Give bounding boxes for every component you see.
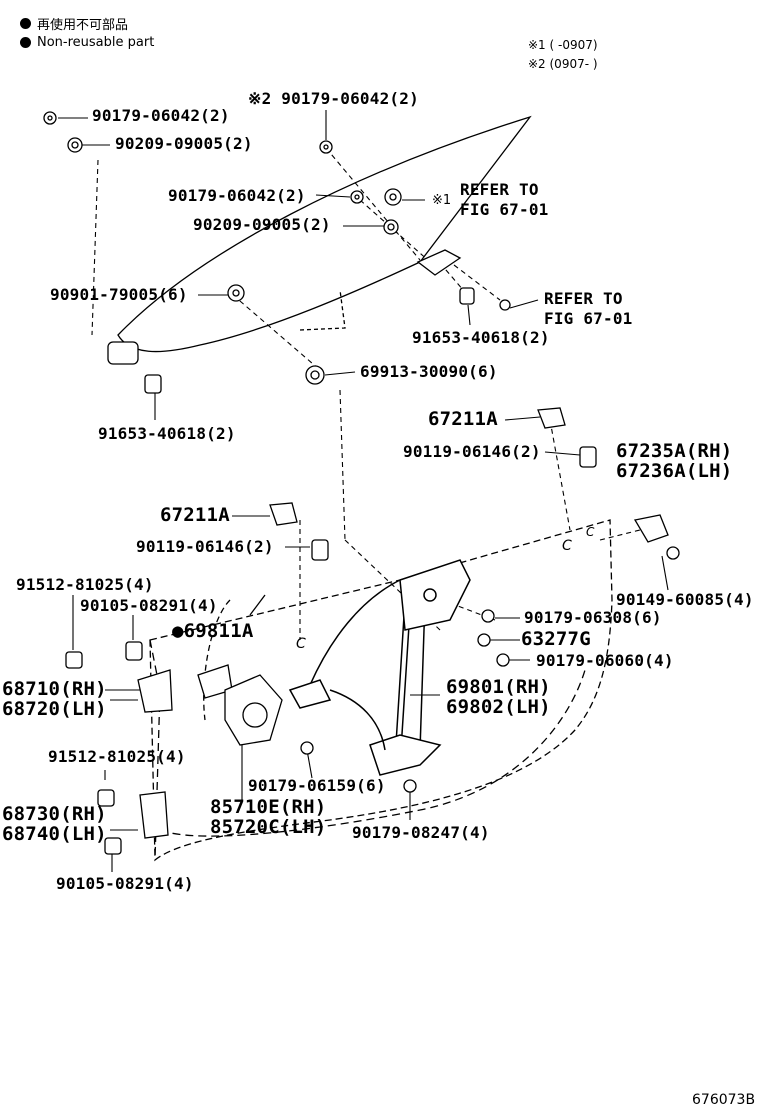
c-marker-b: C xyxy=(296,636,306,652)
regulator-cable xyxy=(309,579,401,686)
glass-lower-panel xyxy=(299,289,346,331)
label-90209-09005-b: 90209-09005(2) xyxy=(193,215,331,234)
label-refer-1a: REFER TO xyxy=(460,180,539,199)
label-90105-08291-b: 90105-08291(4) xyxy=(56,874,194,893)
label-91653-40618-a: 91653-40618(2) xyxy=(412,328,550,347)
label-refer-2a: REFER TO xyxy=(544,289,623,308)
label-90179-06042-c: 90179-06042(2) xyxy=(168,186,306,205)
label-90179-06042-a: 90179-06042(2) xyxy=(92,106,230,125)
label-69801: 69801(RH) xyxy=(446,676,551,698)
label-refer-2b: FIG 67-01 xyxy=(544,309,633,328)
bullet-icon xyxy=(20,37,31,48)
label-69913-30090: 69913-30090(6) xyxy=(360,362,498,381)
label-91512-81025-a: 91512-81025(4) xyxy=(16,575,154,594)
label-90149-60085: 90149-60085(4) xyxy=(616,590,754,609)
label-90209-09005-a: 90209-09005(2) xyxy=(115,134,253,153)
label-68730: 68730(RH) xyxy=(2,803,107,825)
note-1: ※1 ( -0907) xyxy=(528,38,598,52)
label-67211a-b: 67211A xyxy=(160,504,230,526)
label-69811a: ●69811A xyxy=(172,620,254,642)
door-panel-outline xyxy=(149,519,613,862)
label-67211a-a: 67211A xyxy=(428,408,498,430)
label-90179-08247: 90179-08247(4) xyxy=(352,823,490,842)
legend-jp: 再使用不可部品 xyxy=(20,14,128,33)
label-90901-79005: 90901-79005(6) xyxy=(50,285,188,304)
legend-en: Non-reusable part xyxy=(20,35,154,50)
label-refer-1b: FIG 67-01 xyxy=(460,200,549,219)
c-marker-a: C xyxy=(562,538,572,554)
label-91653-40618-b: 91653-40618(2) xyxy=(98,424,236,443)
note-2: ※2 (0907- ) xyxy=(528,57,598,71)
label-91512-81025-b: 91512-81025(4) xyxy=(48,747,186,766)
label-67235a: 67235A(RH) xyxy=(616,440,733,462)
c-marker-c: C xyxy=(586,525,595,539)
door-glass-outline xyxy=(117,115,532,353)
label-69802: 69802(LH) xyxy=(446,696,551,718)
label-67236a: 67236A(LH) xyxy=(616,460,733,482)
figure-id: 676073B xyxy=(692,1092,756,1108)
legend-jp-text: 再使用不可部品 xyxy=(37,18,129,33)
label-68720: 68720(LH) xyxy=(2,698,107,720)
label-63277g: 63277G xyxy=(521,628,591,650)
label-85710e: 85710E(RH) xyxy=(210,796,327,818)
label-mark-1: ※1 xyxy=(432,193,452,208)
label-90179-06042-b: ※2 90179-06042(2) xyxy=(248,89,419,108)
regulator-base xyxy=(369,734,442,776)
label-90105-08291-a: 90105-08291(4) xyxy=(80,596,218,615)
legend-en-text: Non-reusable part xyxy=(37,35,155,50)
label-90179-06060: 90179-06060(4) xyxy=(536,651,674,670)
label-90179-06159: 90179-06159(6) xyxy=(248,776,386,795)
label-85720c: 85720C(LH) xyxy=(210,816,327,838)
label-90119-06146-a: 90119-06146(2) xyxy=(403,442,541,461)
label-68710: 68710(RH) xyxy=(2,678,107,700)
label-90119-06146-b: 90119-06146(2) xyxy=(136,537,274,556)
bullet-icon xyxy=(20,18,31,29)
label-90179-06308: 90179-06308(6) xyxy=(524,608,662,627)
label-68740: 68740(LH) xyxy=(2,823,107,845)
